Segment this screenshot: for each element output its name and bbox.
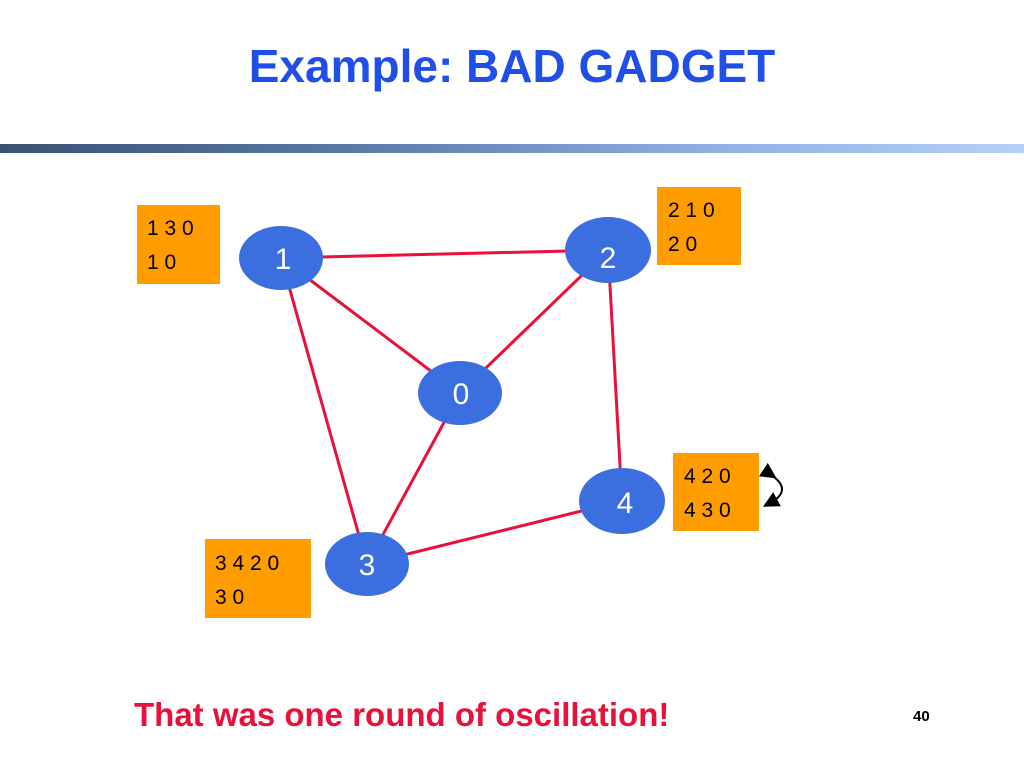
path-box-node-4: 4 2 0 4 3 0	[673, 453, 759, 531]
page-number: 40	[913, 708, 930, 725]
swap-arrow-icon	[758, 462, 783, 507]
node-4: 4	[579, 468, 665, 534]
node-0: 0	[418, 361, 502, 425]
oscillation-caption: That was one round of oscillation!	[134, 696, 670, 733]
path-box-node-2: 2 1 0 2 0	[657, 187, 741, 265]
node-0-label: 0	[453, 378, 470, 411]
node-3-label: 3	[359, 549, 376, 582]
path-box-node-4-line-2: 4 3 0	[684, 499, 731, 522]
node-2: 2	[565, 217, 651, 283]
node-4-label: 4	[617, 487, 634, 520]
edge-1-3	[279, 257, 369, 565]
node-1-label: 1	[275, 243, 292, 276]
node-3: 3	[325, 532, 409, 596]
path-box-node-2-line-1: 2 1 0	[668, 199, 715, 222]
path-box-node-2-line-2: 2 0	[668, 233, 697, 256]
node-1: 1	[239, 226, 323, 290]
edge-3-4	[366, 499, 623, 566]
edge-1-2	[280, 248, 609, 260]
path-box-node-1-line-2: 1 0	[147, 251, 176, 274]
path-box-node-1: 1 3 0 1 0	[137, 205, 220, 284]
slide-title: Example: BAD GADGET	[248, 40, 776, 92]
edge-2-4	[606, 249, 624, 502]
path-box-node-3-line-2: 3 0	[215, 586, 244, 609]
title-divider	[0, 144, 1024, 153]
path-box-node-4-line-1: 4 2 0	[684, 465, 731, 488]
path-box-node-3-line-1: 3 4 2 0	[215, 552, 279, 575]
path-box-node-3: 3 4 2 0 3 0	[205, 539, 311, 618]
path-box-node-1-line-1: 1 3 0	[147, 217, 194, 240]
node-2-label: 2	[600, 242, 617, 275]
